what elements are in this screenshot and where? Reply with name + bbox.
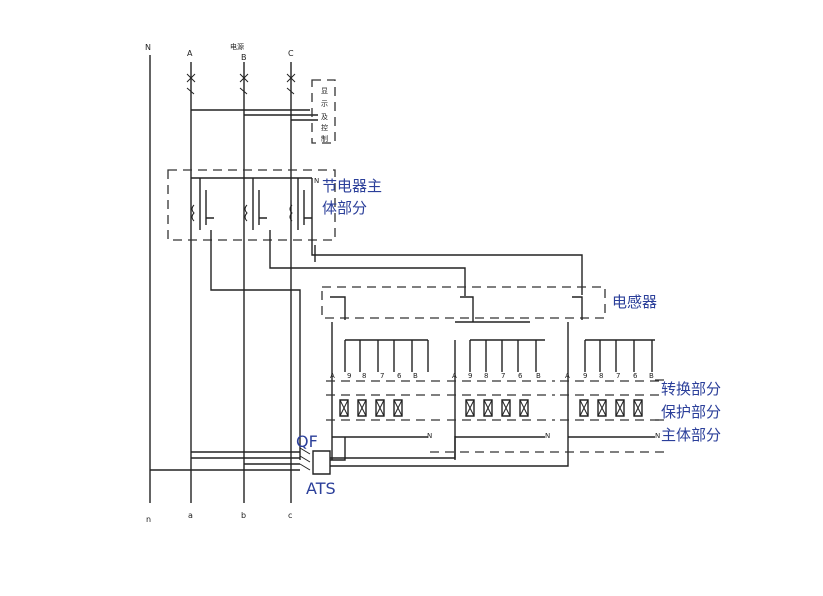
phase-a-bottom-label: a — [188, 511, 193, 520]
power-label: 电源 — [230, 42, 244, 51]
display-char-4: 控 — [321, 123, 328, 132]
label-conversion: 转换部分 — [661, 380, 721, 398]
saver-n-mark: N — [314, 177, 319, 185]
right-frame-lines — [430, 379, 668, 453]
m1-term-a: A — [330, 372, 335, 380]
m3-term-8: 8 — [599, 372, 603, 380]
inductor-box — [321, 286, 606, 323]
m1-term-b: B — [413, 372, 418, 380]
module-3 — [560, 322, 660, 460]
phase-a-label: A — [187, 49, 193, 58]
saver-label-line2: 体部分 — [322, 199, 367, 217]
phase-n-bottom-label: n — [146, 515, 151, 524]
m2-term-8: 8 — [484, 372, 488, 380]
m1-term-8: 8 — [362, 372, 366, 380]
saver-label-line1: 节电器主 — [322, 177, 382, 195]
label-protection: 保护部分 — [661, 403, 721, 421]
phase-b-label: B — [241, 53, 247, 62]
m3-n-mark: N — [655, 432, 660, 440]
saver-body — [167, 169, 583, 460]
display-char-3: 及 — [321, 113, 328, 121]
m1-term-7: 7 — [380, 372, 384, 380]
module-1 — [326, 322, 440, 460]
display-char-2: 示 — [321, 100, 328, 108]
phase-c-bottom-label: c — [288, 511, 292, 520]
display-char-1: 显 — [321, 87, 328, 95]
qf-label: QF — [296, 432, 318, 451]
m1-n-mark: N — [427, 432, 432, 440]
m3-term-b: B — [649, 372, 654, 380]
m3-term-7: 7 — [616, 372, 620, 380]
m3-term-6: 6 — [633, 372, 638, 380]
inductor-label: 电感器 — [612, 293, 657, 311]
module-2 — [447, 339, 555, 460]
m2-term-7: 7 — [501, 372, 505, 380]
m2-term-6: 6 — [518, 372, 523, 380]
ats-label: ATS — [306, 479, 336, 498]
m3-term-a: A — [565, 372, 570, 380]
display-char-5: 制 — [321, 134, 328, 143]
phase-b-bottom-label: b — [241, 511, 246, 520]
phase-n-label: N — [145, 43, 151, 52]
ats-switch — [150, 436, 569, 475]
m1-term-9: 9 — [347, 372, 351, 380]
m2-n-mark: N — [545, 432, 550, 440]
m1-term-6: 6 — [397, 372, 402, 380]
phase-c-label: C — [288, 49, 294, 58]
label-main-body: 主体部分 — [661, 426, 721, 444]
display-control-box — [191, 79, 336, 144]
m3-term-9: 9 — [583, 372, 587, 380]
phase-bus-lines — [149, 55, 296, 503]
m2-term-9: 9 — [468, 372, 472, 380]
m2-term-a: A — [452, 372, 457, 380]
m2-term-b: B — [536, 372, 541, 380]
